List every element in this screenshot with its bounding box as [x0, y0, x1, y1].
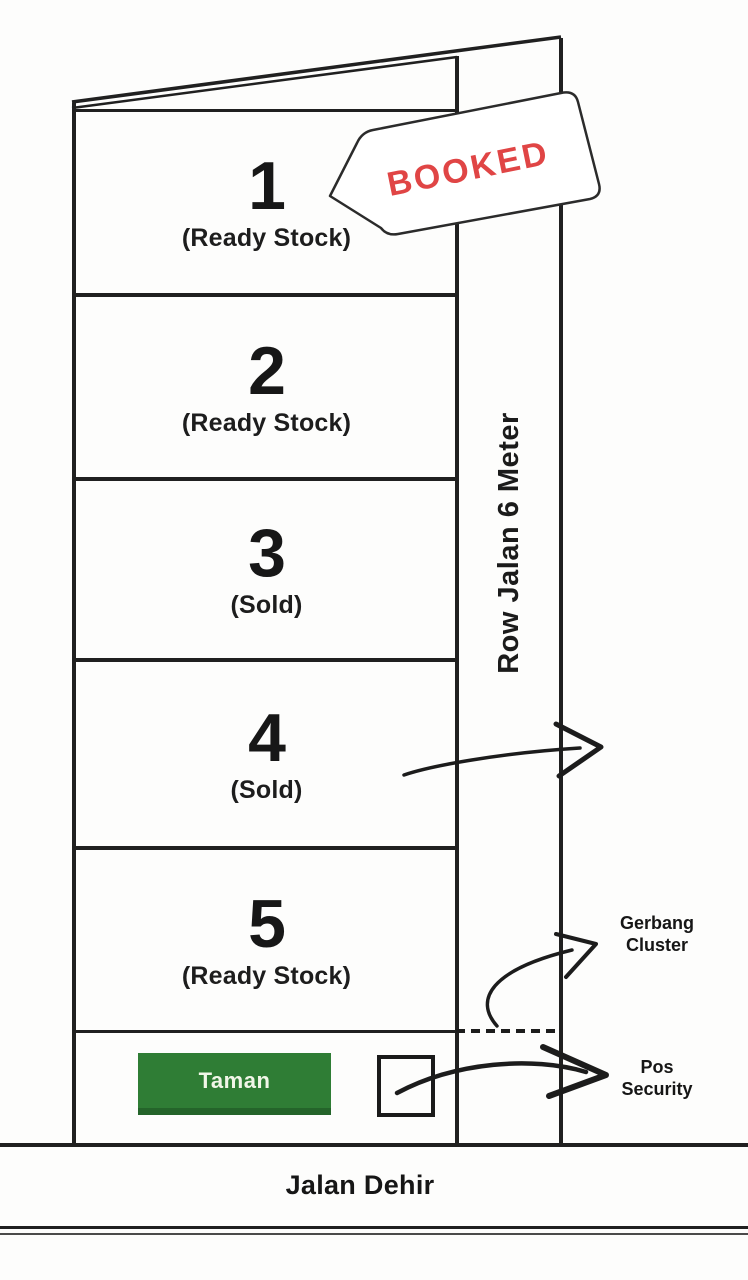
- street-bottom-line-1: [0, 1226, 748, 1229]
- gerbang-cluster-arrow-icon: [485, 932, 598, 1028]
- plot-divider-2-3: [72, 477, 459, 481]
- plot-row-3: 3 (Sold): [77, 481, 456, 658]
- pos-security-label: Pos Security: [592, 1056, 722, 1100]
- plot-divider-3-4: [72, 658, 459, 662]
- plot-number: 1: [248, 148, 286, 224]
- plot-status: (Sold): [230, 775, 303, 804]
- plot-row-2: 2 (Ready Stock): [77, 297, 456, 477]
- pos-security-line2: Security: [621, 1079, 693, 1099]
- gerbang-cluster-label: Gerbang Cluster: [592, 912, 722, 956]
- plot-divider-1-2: [72, 293, 459, 297]
- road-left-boundary-line: [455, 56, 459, 1143]
- street-label: Jalan Dehir: [285, 1170, 435, 1200]
- garden-label: Taman: [198, 1067, 271, 1093]
- plot-number: 2: [248, 332, 286, 409]
- booked-tag-shape: [328, 91, 601, 236]
- plot-row-5: 5 (Ready Stock): [77, 850, 456, 1030]
- pos-security-line1: Pos: [640, 1057, 674, 1077]
- plot-divider-5-garden: [72, 1030, 459, 1033]
- road-label: Row Jalan 6 Meter: [493, 412, 525, 674]
- plot-left-boundary-line: [72, 103, 76, 1143]
- plot-status: (Ready Stock): [181, 224, 352, 252]
- plot-number: 5: [248, 885, 286, 962]
- street-bottom-line-2: [0, 1233, 748, 1235]
- plot-status: (Ready Stock): [181, 408, 352, 437]
- plot-number: 3: [248, 515, 286, 591]
- booked-tag: BOOKED: [328, 91, 601, 236]
- pos-security-arrow-icon: [394, 1044, 609, 1099]
- plot-status: (Ready Stock): [181, 961, 352, 990]
- top-slant-outer-line: [71, 35, 562, 104]
- garden-area: Taman: [138, 1053, 331, 1115]
- plot-row-1: 1 (Ready Stock): [77, 112, 456, 293]
- plot1-top-divider: [72, 109, 459, 112]
- top-slant-inner-line: [71, 55, 458, 110]
- plot-divider-4-5: [72, 846, 459, 850]
- plot-number: 4: [248, 699, 286, 776]
- plot-row-4: 4 (Sold): [77, 662, 456, 846]
- road-right-boundary-line: [559, 38, 563, 1143]
- gerbang-cluster-line1: Gerbang: [619, 913, 694, 933]
- street-top-line: [0, 1143, 748, 1147]
- plot-status: (Sold): [230, 591, 303, 619]
- gerbang-cluster-line2: Cluster: [625, 935, 688, 955]
- road-arrow-icon: [402, 721, 604, 779]
